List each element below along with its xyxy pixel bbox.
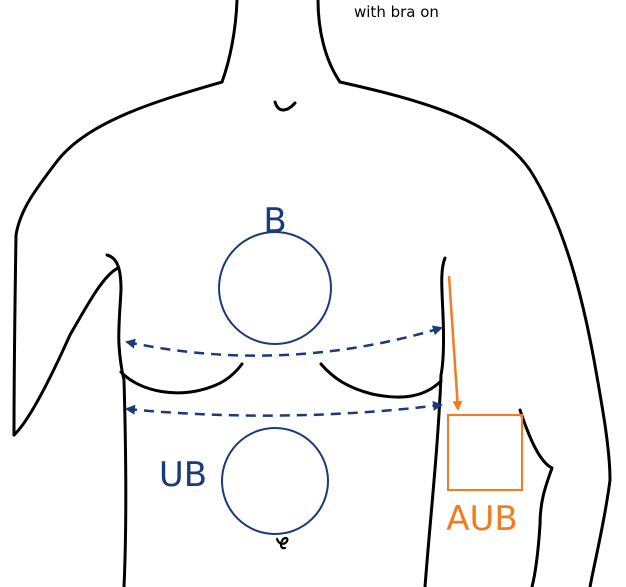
ub-label: UB xyxy=(159,455,207,495)
neck-left-outline xyxy=(222,0,237,82)
right-breast-curve xyxy=(321,364,441,397)
left-torso-side-outline xyxy=(107,255,126,587)
aub-box xyxy=(448,415,522,490)
neck-right-outline xyxy=(318,0,340,82)
navel-mark xyxy=(277,538,287,548)
ub-circle xyxy=(222,428,328,534)
underbust-measure-arrow xyxy=(127,405,441,416)
left-inner-arm-outline xyxy=(14,268,118,435)
bra-note: with bra on xyxy=(354,3,439,21)
left-shoulder-outline xyxy=(14,82,222,435)
bust-measure-arrow xyxy=(127,328,441,356)
aub-arrow xyxy=(449,276,458,409)
b-label: B xyxy=(263,201,286,241)
right-inner-arm-outline xyxy=(520,410,552,587)
left-breast-curve xyxy=(121,364,242,393)
neck-notch-curve xyxy=(275,102,295,110)
right-torso-side-outline xyxy=(425,258,445,587)
b-circle xyxy=(219,232,331,344)
aub-label: AUB xyxy=(446,499,517,539)
